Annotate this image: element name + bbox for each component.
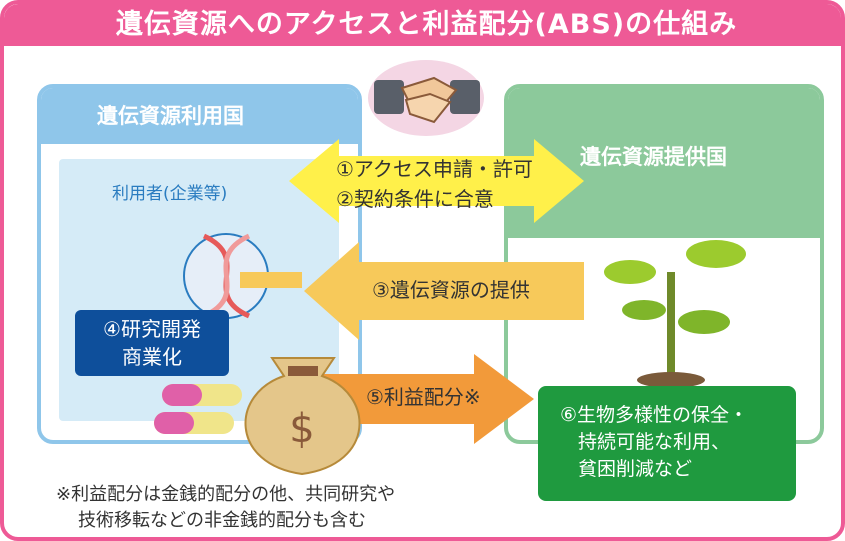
benefits-line-1: ⑥生物多様性の保全・: [560, 404, 749, 426]
capsule-icon: [154, 384, 242, 434]
access-step-2: ②契約条件に合意: [336, 187, 494, 211]
user-label: 利用者(企業等): [112, 184, 228, 204]
provision-arrow: [304, 242, 584, 340]
provision-arrow-text: ③遺伝資源の提供: [372, 278, 530, 302]
handshake-icon: [368, 60, 484, 136]
research-line-2: 商業化: [122, 345, 182, 369]
footnote: ※利益配分は金銭的配分の他、共同研究や 技術移転などの非金銭的配分も含む: [56, 482, 395, 534]
access-arrow: [289, 139, 584, 223]
benefits-line-2: 持続可能な利用、: [578, 431, 731, 453]
provider-country-header: 遺伝資源提供国: [508, 88, 820, 238]
user-country-header: 遺伝資源利用国: [41, 88, 358, 144]
footnote-line-1: ※利益配分は金銭的配分の他、共同研究や: [56, 484, 396, 505]
access-step-1: ①アクセス申請・許可: [336, 157, 533, 181]
benefit-arrow: [304, 354, 534, 444]
title-bar: [4, 4, 841, 46]
sprout-icon: [604, 240, 746, 388]
diagram-title: 遺伝資源へのアクセスと利益配分(ABS)の仕組み: [115, 9, 738, 40]
benefits-line-3: 貧困削減など: [578, 458, 693, 480]
footnote-line-2: 技術移転などの非金銭的配分も含む: [78, 510, 366, 531]
money-bag-icon: $: [244, 357, 361, 476]
user-country-label: 遺伝資源利用国: [97, 104, 244, 128]
access-arrow-text: ①アクセス申請・許可 ②契約条件に合意: [336, 154, 533, 214]
benefit-arrow-text: ⑤利益配分※: [366, 385, 481, 409]
benefits-box: ⑥生物多様性の保全・ 持続可能な利用、 貧困削減など: [538, 386, 796, 501]
svg-text:$: $: [289, 406, 314, 452]
dna-icon: [183, 233, 302, 319]
research-line-1: ④研究開発: [103, 317, 201, 341]
research-commercialization-box: ④研究開発 商業化: [75, 310, 229, 376]
diagram-graphics: $: [154, 60, 746, 476]
provider-country-label: 遺伝資源提供国: [580, 145, 727, 169]
